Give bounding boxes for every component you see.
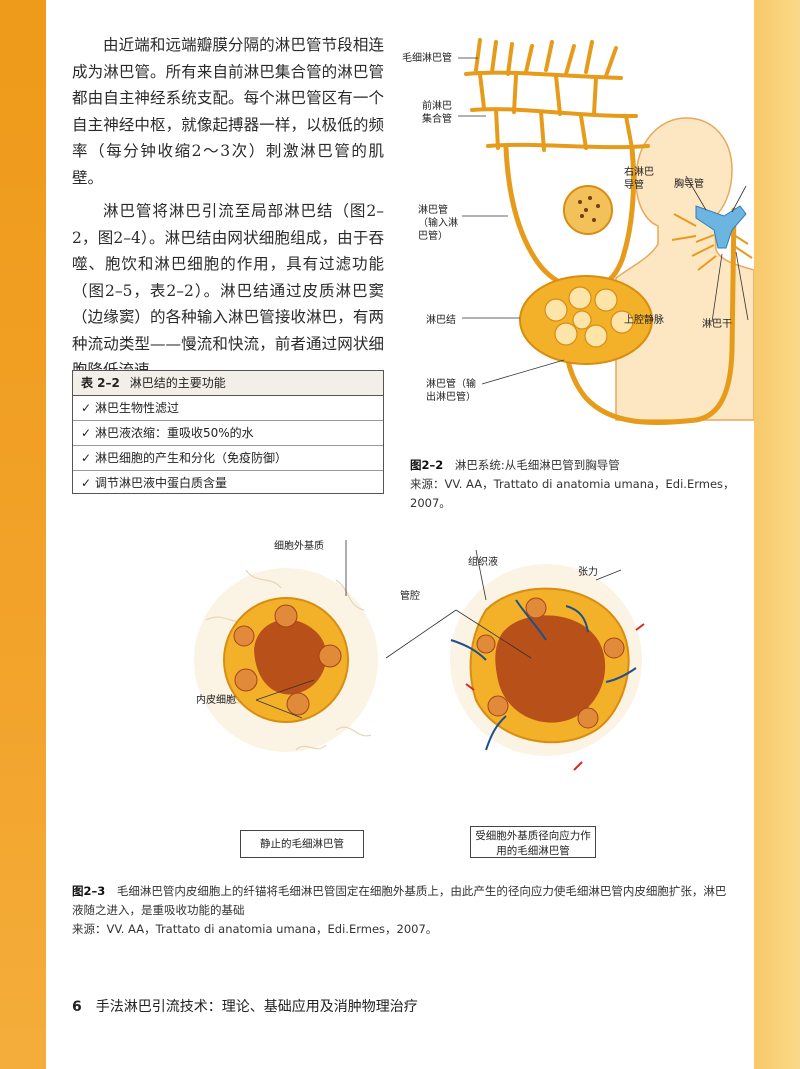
table-row: ✓调节淋巴液中蛋白质含量 (73, 471, 383, 495)
figure-2-3-source: 来源：VV. AA，Trattato di anatomia umana，Edi… (72, 922, 438, 936)
label-tension: 张力 (578, 567, 598, 578)
check-icon: ✓ (81, 476, 92, 490)
check-icon: ✓ (81, 451, 92, 465)
label-right-duct: 右淋巴导管 (624, 167, 654, 191)
resting-capillary-box: 静止的毛细淋巴管 (240, 830, 364, 858)
table-row-text: 淋巴生物性滤过 (95, 401, 180, 415)
table-row-text: 调节淋巴液中蛋白质含量 (95, 476, 228, 490)
page-number: 6 (72, 999, 82, 1015)
capillary-illustration (194, 540, 645, 771)
book-title: 手法淋巴引流技术：理论、基础应用及消肿物理治疗 (95, 999, 418, 1015)
left-color-band (0, 0, 46, 1069)
label-capillary: 毛细淋巴管 (402, 53, 452, 64)
figure-2-2-title: 淋巴系统:从毛细淋巴管到胸导管 (454, 458, 620, 472)
resting-capillary (194, 540, 378, 752)
label-endothelial: 内皮细胞 (196, 695, 236, 706)
label-thoracic-duct: 胸导管 (674, 179, 704, 190)
figure-2-3-number: 图2–3 (72, 884, 106, 898)
body-text: 由近端和远端瓣膜分隔的淋巴管节段相连成为淋巴管。所有来自前淋巴集合管的淋巴管都由… (72, 32, 384, 384)
label-svc: 上腔静脉 (624, 315, 664, 326)
label-ecm: 细胞外基质 (274, 541, 324, 552)
figure-2-2-number: 图2–2 (410, 458, 444, 472)
right-color-band (754, 0, 800, 1069)
label-efferent: 淋巴管（输出淋巴管） (426, 379, 476, 403)
table-header: 表 2–2 淋巴结的主要功能 (73, 371, 383, 396)
check-icon: ✓ (81, 426, 92, 440)
stretched-capillary-box: 受细胞外基质径向应力作用的毛细淋巴管 (470, 826, 596, 858)
label-lumen: 管腔 (400, 591, 420, 602)
figure-2-2-caption: 图2–2 淋巴系统:从毛细淋巴管到胸导管 来源：VV. AA，Trattato … (410, 456, 750, 513)
label-node: 淋巴结 (426, 315, 456, 326)
figure-2-2-source: 来源：VV. AA，Trattato di anatomia umana，Edi… (410, 477, 735, 510)
label-tissue-fluid: 组织液 (468, 557, 498, 568)
table-number: 表 2–2 (81, 376, 120, 390)
table-row: ✓淋巴细胞的产生和分化（免疫防御） (73, 446, 383, 471)
book-page: 由近端和远端瓣膜分隔的淋巴管节段相连成为淋巴管。所有来自前淋巴集合管的淋巴管都由… (46, 0, 754, 1069)
check-icon: ✓ (81, 401, 92, 415)
stretched-capillary (450, 549, 645, 771)
table-2-2: 表 2–2 淋巴结的主要功能 ✓淋巴生物性滤过 ✓淋巴液浓缩：重吸收50%的水 … (72, 370, 384, 494)
page-footer: 6 手法淋巴引流技术：理论、基础应用及消肿物理治疗 (72, 996, 418, 1016)
table-row: ✓淋巴生物性滤过 (73, 396, 383, 421)
label-afferent: 淋巴管（输入淋巴管） (418, 205, 458, 242)
table-row-text: 淋巴液浓缩：重吸收50%的水 (95, 426, 254, 440)
paragraph-2: 淋巴管将淋巴引流至局部淋巴结（图2–2，图2–4）。淋巴结由网状细胞组成，由于吞… (72, 202, 384, 379)
paragraph-1: 由近端和远端瓣膜分隔的淋巴管节段相连成为淋巴管。所有来自前淋巴集合管的淋巴管都由… (72, 36, 384, 187)
figure-2-3-caption: 图2–3 毛细淋巴管内皮细胞上的纤锚将毛细淋巴管固定在细胞外基质上，由此产生的径… (72, 882, 732, 939)
table-title: 淋巴结的主要功能 (129, 376, 226, 390)
figure-2-3-text: 毛细淋巴管内皮细胞上的纤锚将毛细淋巴管固定在细胞外基质上，由此产生的径向应力使毛… (72, 884, 727, 917)
label-trunk: 淋巴干 (702, 319, 732, 330)
table-row-text: 淋巴细胞的产生和分化（免疫防御） (95, 451, 288, 465)
table-row: ✓淋巴液浓缩：重吸收50%的水 (73, 421, 383, 446)
lymphatic-system-illustration (396, 38, 754, 426)
label-pre-collector: 前淋巴集合管 (422, 101, 452, 125)
